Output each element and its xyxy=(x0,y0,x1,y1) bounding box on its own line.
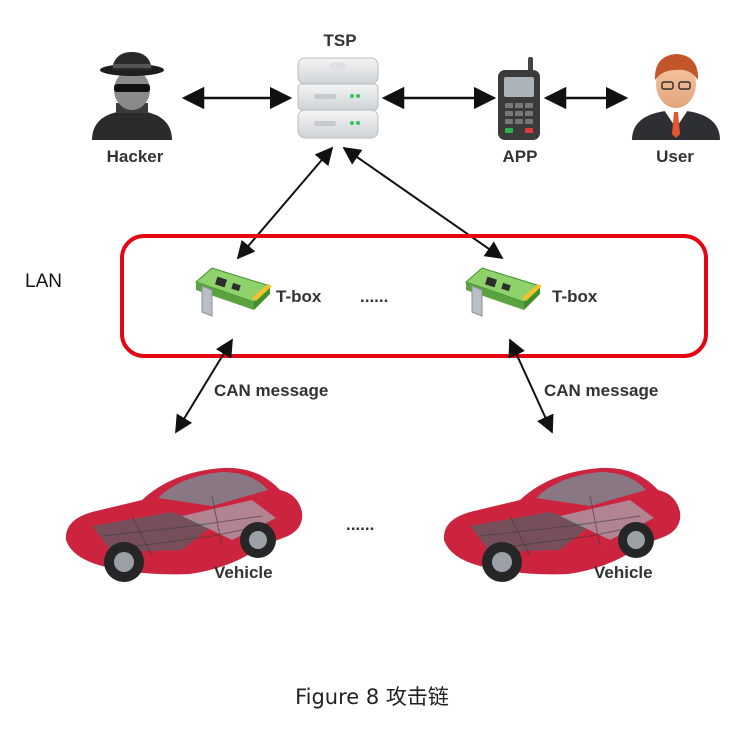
vehicle-cutaway-icon xyxy=(443,467,681,582)
phone-icon xyxy=(498,57,540,140)
figure-caption: Figure 8 攻击链 xyxy=(295,685,449,709)
vehicle-cutaway-icon xyxy=(65,467,303,582)
tbox-ellipsis: ...... xyxy=(360,287,388,306)
lan-label: LAN xyxy=(25,271,62,292)
can-left-arrow xyxy=(175,338,233,434)
app-label: APP xyxy=(503,147,538,166)
server-icon xyxy=(297,57,379,139)
tsp-tbox-left-arrow xyxy=(236,146,334,260)
vehicle-ellipsis: ...... xyxy=(346,515,374,534)
vehicle-right-label: Vehicle xyxy=(594,563,653,582)
tsp-tbox-right-arrow xyxy=(342,146,504,260)
tbox-card-icon xyxy=(465,267,542,317)
hacker-label: Hacker xyxy=(107,147,164,166)
tbox-right-label: T-box xyxy=(552,287,598,306)
tsp-label: TSP xyxy=(323,31,356,50)
tbox-card-icon xyxy=(195,267,272,317)
can-right-arrow xyxy=(508,338,554,434)
can-right-label: CAN message xyxy=(544,381,658,400)
vehicle-left-label: Vehicle xyxy=(214,563,273,582)
hacker-icon xyxy=(92,52,172,140)
user-icon xyxy=(632,54,720,140)
user-label: User xyxy=(656,147,694,166)
tbox-left-label: T-box xyxy=(276,287,322,306)
can-left-label: CAN message xyxy=(214,381,328,400)
lan-boundary xyxy=(120,234,708,358)
